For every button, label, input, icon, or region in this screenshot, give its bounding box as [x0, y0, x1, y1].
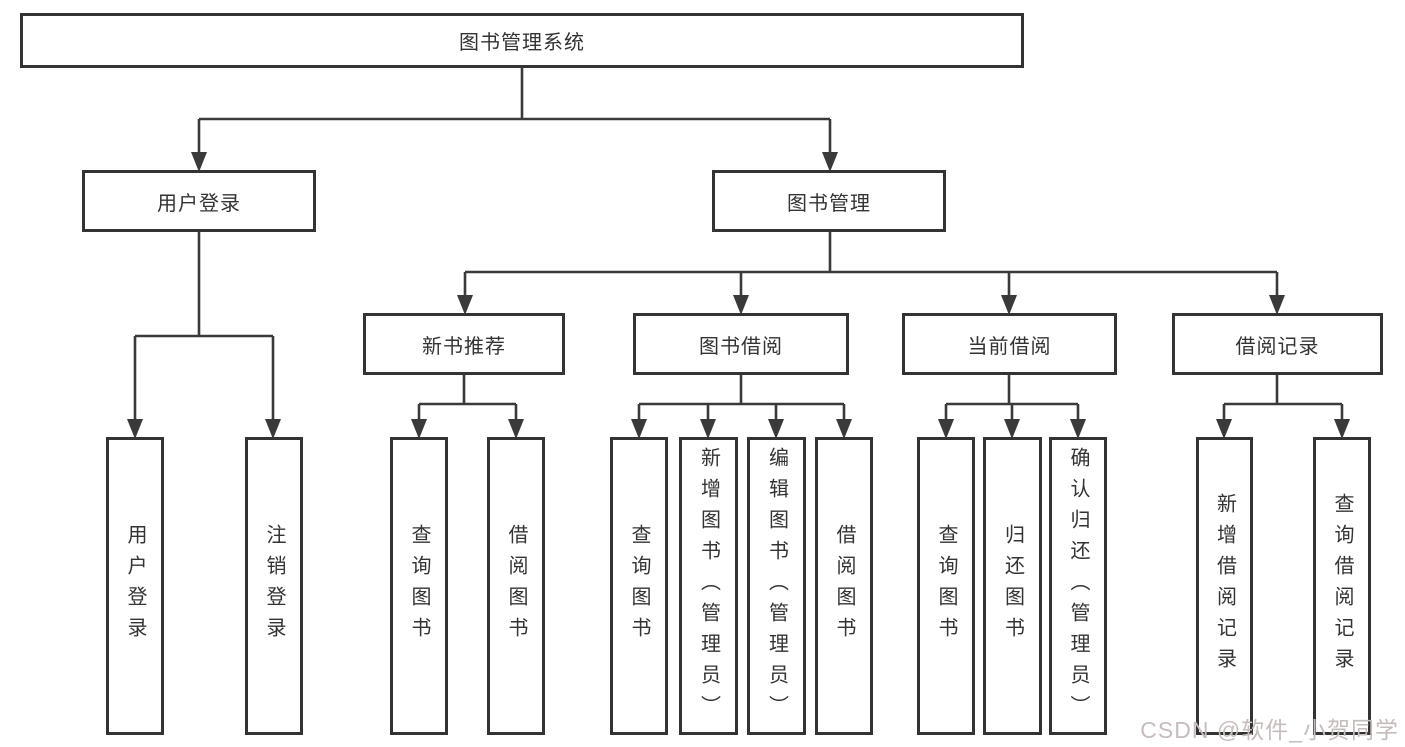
node-current-borrowing: 当前借阅 — [902, 313, 1117, 375]
leaf-query-borrow-record: 查询借阅记录 — [1313, 437, 1371, 735]
node-label: 图书管理 — [787, 192, 871, 215]
leaf-borrow-books-recommend: 借阅图书 — [487, 437, 545, 735]
leaf-query-books-recommend: 查询图书 — [390, 437, 448, 735]
node-label: 借阅记录 — [1235, 335, 1320, 358]
node-label: 当前借阅 — [967, 335, 1052, 358]
leaf-query-books-borrow: 查询图书 — [610, 437, 668, 735]
leaf-add-books-admin: 新增图书（管理员） — [679, 437, 738, 735]
node-label: 新书推荐 — [422, 335, 506, 358]
node-label: 图书管理系统 — [459, 32, 585, 54]
leaf-add-borrow-record: 新增借阅记录 — [1196, 437, 1253, 735]
leaf-return-books: 归还图书 — [983, 437, 1042, 735]
node-label: 借阅图书 — [833, 524, 855, 648]
leaf-confirm-return-admin: 确认归还（管理员） — [1049, 437, 1107, 735]
leaf-borrow-books: 借阅图书 — [815, 437, 873, 735]
node-label: 查询图书 — [935, 524, 957, 648]
node-new-book-recommend: 新书推荐 — [363, 313, 565, 375]
node-label: 新增图书（管理员） — [697, 446, 720, 726]
node-book-management: 图书管理 — [712, 170, 946, 232]
arrowheads — [127, 152, 1350, 439]
node-label: 注销登录 — [263, 524, 285, 648]
node-label: 查询借阅记录 — [1331, 493, 1353, 679]
leaf-user-login: 用户登录 — [106, 437, 164, 735]
node-label: 用户登录 — [124, 524, 146, 648]
node-book-borrowing: 图书借阅 — [633, 313, 849, 375]
node-label: 用户登录 — [157, 192, 241, 215]
leaf-query-books-current: 查询图书 — [917, 437, 975, 735]
node-borrow-records: 借阅记录 — [1172, 313, 1383, 375]
node-label: 确认归还（管理员） — [1067, 446, 1089, 726]
node-label: 编辑图书（管理员） — [765, 446, 788, 726]
node-user-login: 用户登录 — [82, 170, 316, 232]
leaf-edit-books-admin: 编辑图书（管理员） — [747, 437, 806, 735]
node-label: 图书借阅 — [699, 335, 783, 358]
node-label: 查询图书 — [628, 524, 650, 648]
node-label: 查询图书 — [408, 524, 430, 648]
node-label: 借阅图书 — [505, 524, 527, 648]
node-label: 新增借阅记录 — [1213, 493, 1236, 679]
node-root-library-system: 图书管理系统 — [20, 13, 1024, 68]
csdn-watermark: CSDN @软件_小贺同学 — [1140, 717, 1399, 743]
node-label: 归还图书 — [1001, 524, 1024, 648]
leaf-logout: 注销登录 — [245, 437, 303, 735]
